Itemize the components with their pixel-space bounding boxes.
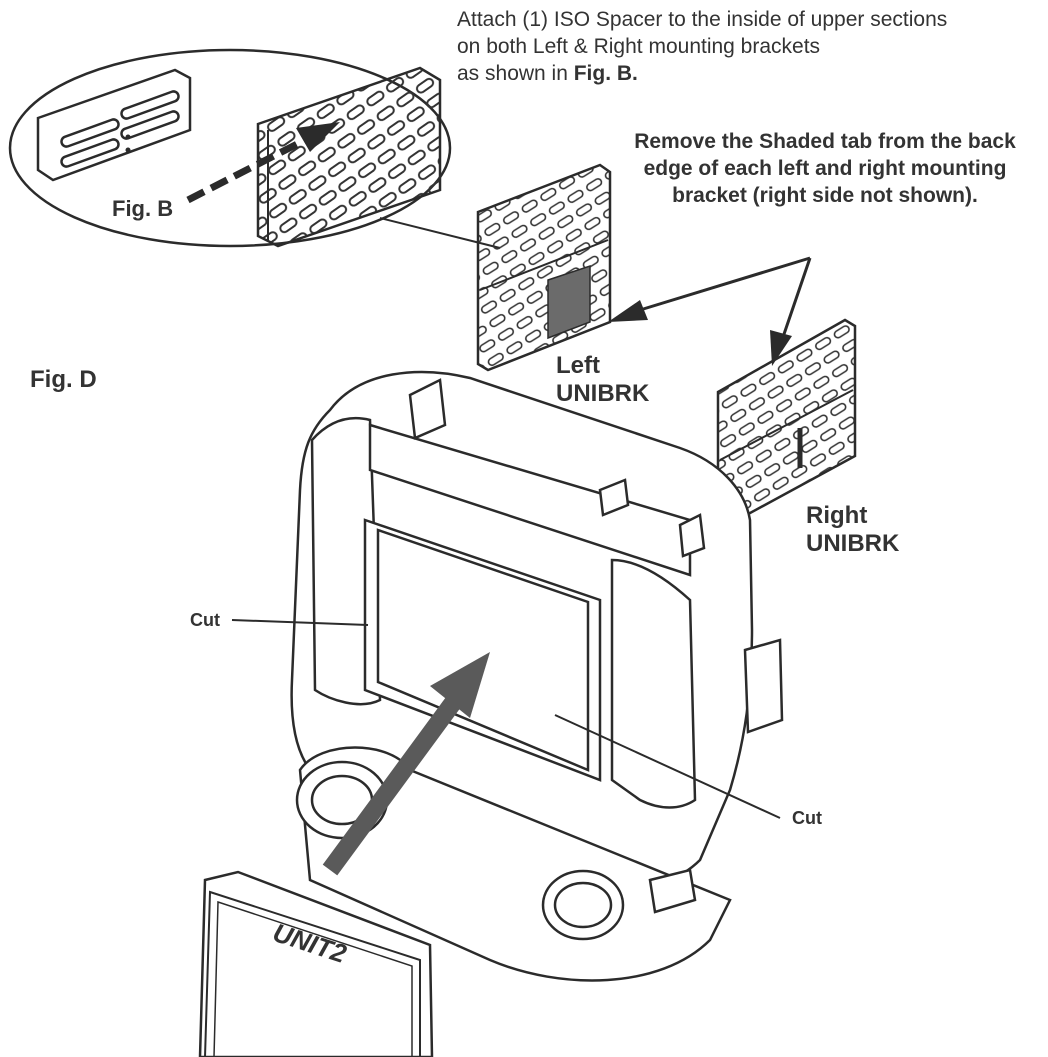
shaded-tab-line-2: edge of each left and right mounting [643, 157, 1007, 180]
fig-b-reference: Fig. B. [573, 62, 638, 85]
left-unibrk-label: Left UNIBRK [556, 352, 649, 408]
fig-d-label: Fig. D [30, 366, 97, 393]
fig-b-label: Fig. B [112, 196, 174, 221]
shaded-tab-line-1: Remove the Shaded tab from the back [634, 130, 1016, 153]
iso-spacer-line-3-prefix: as shown in [457, 62, 574, 85]
shaded-tab-line-3: bracket (right side not shown). [672, 184, 978, 207]
iso-spacer-line-1: Attach (1) ISO Spacer to the inside of u… [457, 8, 948, 31]
iso-spacer-line-3: as shown in Fig. B. [457, 60, 947, 87]
left-unibrk-bracket [476, 163, 612, 372]
tab-pointer-arrows [608, 256, 812, 366]
shaded-tab-instruction: Remove the Shaded tab from the back edge… [610, 128, 1040, 209]
right-label-line-2: UNIBRK [806, 530, 900, 557]
fig-b-detail [8, 48, 452, 248]
right-label-line-1: Right [806, 502, 868, 529]
insertion-arrow [322, 652, 490, 876]
left-label-line-1: Left [556, 352, 600, 379]
iso-spacer-instruction: Attach (1) ISO Spacer to the inside of u… [457, 6, 947, 87]
cut-label-left: Cut [190, 610, 220, 630]
shaded-tab [547, 264, 591, 340]
iso-spacer-line-2: on both Left & Right mounting brackets [457, 35, 821, 58]
iso-spacer-icon [36, 68, 192, 182]
right-unibrk-label: Right UNIBRK [806, 502, 899, 558]
fig-b-dashed-arrow [186, 122, 340, 204]
cut-lines [231, 619, 781, 819]
dash-kit-bezel [290, 370, 784, 982]
unit2-radio [198, 870, 434, 1057]
cut-label-right: Cut [792, 808, 822, 828]
left-label-line-2: UNIBRK [556, 380, 650, 407]
bracket-closeup-icon [256, 66, 442, 248]
